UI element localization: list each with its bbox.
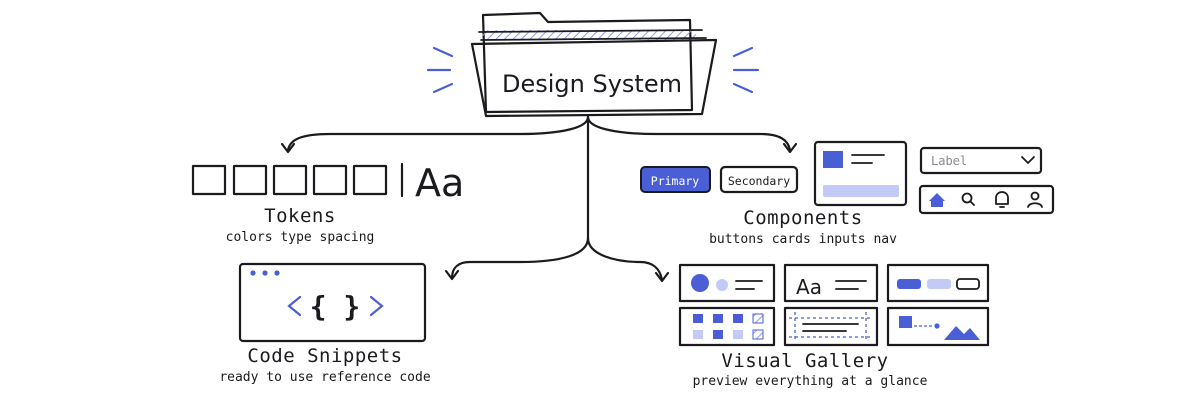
nav-bar-sample: [918, 184, 1055, 215]
right-angle-icon: [369, 295, 384, 317]
mountain-icon: [944, 326, 980, 340]
primary-button-label: Primary: [651, 174, 700, 188]
color-swatches: [191, 164, 388, 196]
gallery-tile-avatars: [678, 263, 776, 303]
swatch-white: [272, 164, 308, 196]
gallery-tile-spacing: [783, 306, 879, 347]
tokens-subtitle: colors type spacing: [225, 230, 375, 245]
swatch-light: [232, 164, 268, 196]
bell-icon: [995, 191, 1009, 208]
tokens-title: Tokens: [264, 205, 336, 227]
snippets-subtitle: ready to use reference code: [219, 370, 431, 385]
select-placeholder: Label: [931, 154, 967, 168]
gallery-type-sample: Aa: [796, 275, 822, 299]
folder-label: Design System: [502, 70, 682, 98]
curly-braces-icon: { }: [310, 290, 361, 323]
code-window: [238, 262, 427, 343]
secondary-button-label: Secondary: [728, 174, 790, 188]
gallery-tile-type: [783, 263, 879, 303]
gallery-tile-grid: [678, 306, 776, 347]
swatch-hatched: [312, 164, 348, 196]
home-icon: [929, 193, 945, 207]
gallery-grid: [678, 263, 990, 347]
primary-button-sample: [640, 166, 711, 193]
sparkle-left-icon: [426, 46, 454, 94]
swatch-accent: [191, 164, 227, 196]
components-title: Components: [743, 207, 863, 229]
chevron-down-icon: [1021, 156, 1035, 164]
gallery-subtitle: preview everything at a glance: [692, 374, 928, 389]
components-subtitle: buttons cards inputs nav: [709, 232, 897, 247]
type-sample: Aa: [415, 161, 464, 205]
gallery-tile-image: [886, 306, 990, 347]
swatch-accent-2: [352, 164, 388, 196]
sparkle-right-icon: [732, 46, 760, 94]
user-icon: [1027, 191, 1043, 208]
gallery-title: Visual Gallery: [721, 350, 889, 372]
snippets-title: Code Snippets: [247, 345, 403, 367]
select-sample: [919, 146, 1043, 175]
search-icon: [961, 192, 975, 206]
folder-icon: [470, 11, 718, 118]
gallery-tile-pills: [886, 263, 990, 303]
connector-arrows: [280, 115, 798, 283]
secondary-button-sample: [719, 165, 799, 194]
card-sample: [813, 140, 908, 207]
left-angle-icon: [287, 295, 302, 317]
